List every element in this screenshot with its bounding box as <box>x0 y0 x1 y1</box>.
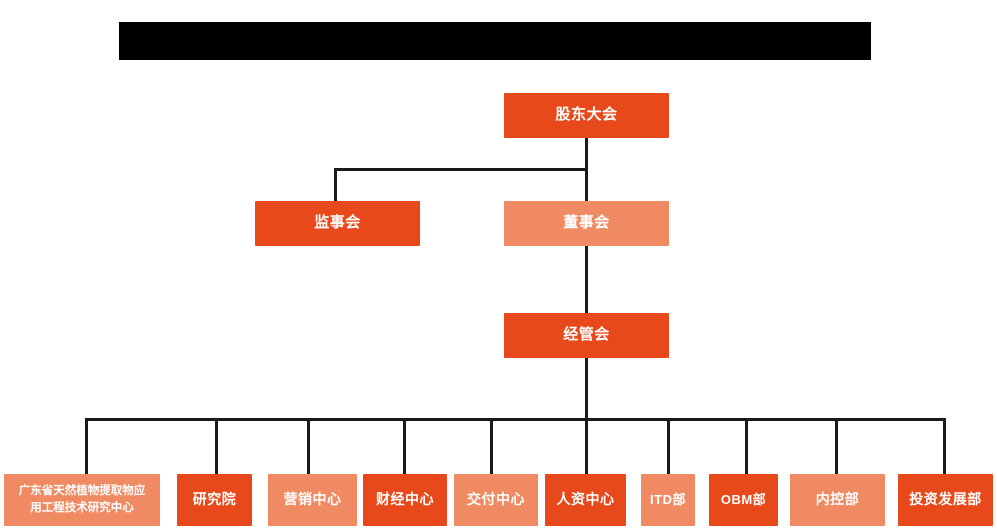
node-internal-control-dept-label: 内控部 <box>815 491 860 508</box>
node-obm-dept-label: OBM部 <box>720 491 767 507</box>
node-marketing-center-label: 营销中心 <box>283 491 342 508</box>
connector-management-stem <box>585 358 588 421</box>
connector-drop-investment-development-dept <box>943 418 946 474</box>
node-hr-center-label: 人资中心 <box>556 491 615 508</box>
node-marketing-center[interactable]: 营销中心 <box>268 474 357 526</box>
node-obm-dept[interactable]: OBM部 <box>709 474 778 526</box>
node-delivery-center[interactable]: 交付中心 <box>454 474 538 526</box>
node-board-label: 董事会 <box>563 214 610 232</box>
node-supervisory[interactable]: 监事会 <box>255 201 420 246</box>
connector-drop-obm-dept <box>745 418 748 474</box>
node-investment-development-dept-label: 投资发展部 <box>909 491 982 508</box>
node-hr-center[interactable]: 人资中心 <box>545 474 626 526</box>
connector-supervisory-drop <box>334 168 337 201</box>
node-finance-center-label: 财经中心 <box>376 491 434 508</box>
node-research-institute[interactable]: 研究院 <box>177 474 252 526</box>
connector-level1-bus <box>334 168 587 171</box>
node-finance-center[interactable]: 财经中心 <box>363 474 447 526</box>
node-investment-development-dept[interactable]: 投资发展部 <box>898 474 993 526</box>
node-engineering-center[interactable]: 广东省天然植物提取物应 用工程技术研究中心 <box>4 474 160 526</box>
connector-departments-bus <box>85 418 944 421</box>
connector-board-drop <box>585 168 588 201</box>
node-itd-dept[interactable]: ITD部 <box>641 474 695 526</box>
node-delivery-center-label: 交付中心 <box>467 491 525 508</box>
connector-shareholders-stem <box>585 138 588 171</box>
node-supervisory-label: 监事会 <box>314 214 361 232</box>
connector-drop-marketing-center <box>307 418 310 474</box>
connector-drop-delivery-center <box>490 418 493 474</box>
node-internal-control-dept[interactable]: 内控部 <box>790 474 885 526</box>
connector-drop-internal-control-dept <box>835 418 838 474</box>
redacted-title-bar <box>119 22 871 60</box>
node-engineering-center-label: 广东省天然植物提取物应 用工程技术研究中心 <box>18 484 146 514</box>
node-management[interactable]: 经管会 <box>504 313 669 358</box>
node-board[interactable]: 董事会 <box>504 201 669 246</box>
connector-drop-hr-center <box>585 418 588 474</box>
connector-board-to-management <box>585 246 588 313</box>
connector-drop-itd-dept <box>667 418 670 474</box>
node-shareholders[interactable]: 股东大会 <box>504 93 669 138</box>
node-shareholders-label: 股东大会 <box>555 106 618 124</box>
connector-drop-finance-center <box>403 418 406 474</box>
connector-drop-research-institute <box>215 418 218 474</box>
node-itd-dept-label: ITD部 <box>650 491 686 507</box>
connector-drop-engineering-center <box>85 418 88 474</box>
node-research-institute-label: 研究院 <box>192 491 237 508</box>
node-management-label: 经管会 <box>563 326 610 344</box>
